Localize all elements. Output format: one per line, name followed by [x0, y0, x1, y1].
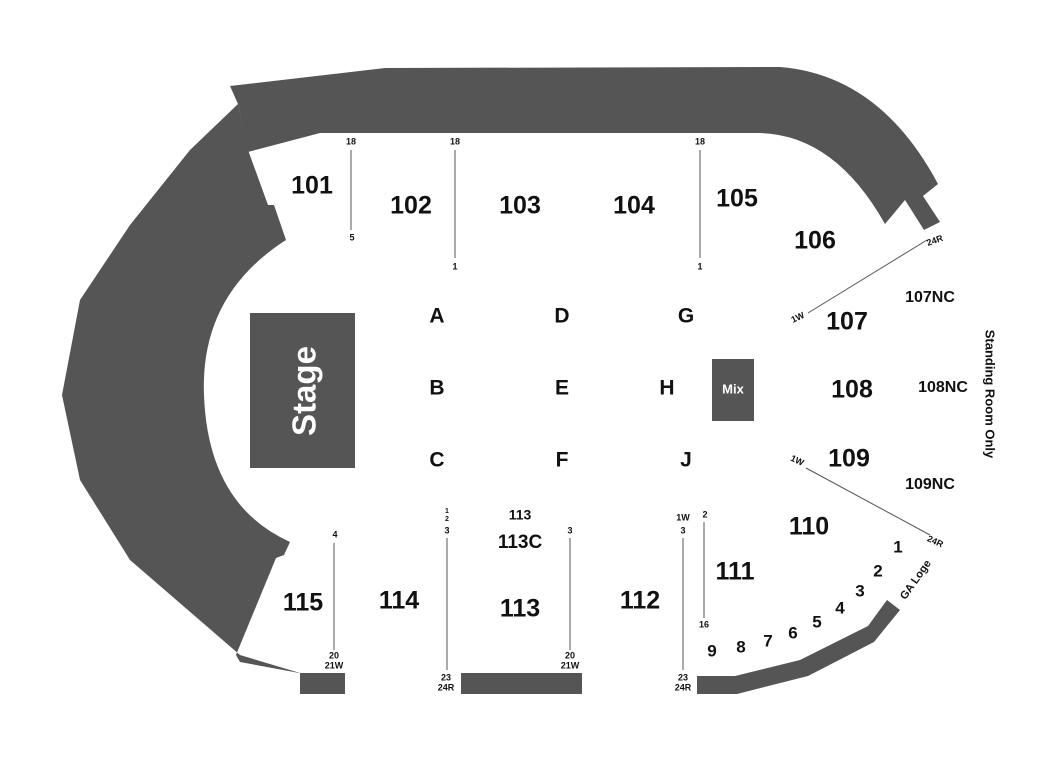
- section-112[interactable]: 112: [620, 587, 660, 615]
- row-label: 18: [450, 136, 460, 146]
- ga-loge-box-6[interactable]: 6: [788, 623, 797, 642]
- floor-section-e[interactable]: E: [555, 377, 569, 400]
- row-label: 1W: [676, 512, 690, 522]
- floor-section-b[interactable]: B: [429, 377, 444, 400]
- stage[interactable]: [250, 313, 355, 468]
- row-label: 20: [329, 650, 339, 660]
- mix-label: Mix: [722, 381, 744, 396]
- section-108[interactable]: 108: [831, 376, 873, 404]
- row-label: 1: [445, 508, 449, 515]
- row-label: 21W: [325, 660, 344, 670]
- floor-section-j[interactable]: J: [680, 449, 692, 472]
- section-102[interactable]: 102: [390, 192, 432, 220]
- standing-room-label: Standing Room Only: [983, 330, 998, 459]
- divider-109-110: [805, 467, 931, 536]
- row-label: 4: [332, 529, 337, 539]
- floor-section-f[interactable]: F: [556, 449, 569, 472]
- bottom-right-wall: [697, 600, 900, 694]
- row-label: 24R: [438, 682, 455, 692]
- row-label: 21W: [561, 660, 580, 670]
- row-label: 24R: [675, 682, 692, 692]
- divider-106-107: [807, 239, 928, 314]
- ga-loge-box-3[interactable]: 3: [855, 581, 864, 600]
- section-109nc[interactable]: 109NC: [905, 476, 955, 493]
- row-label: 23: [678, 672, 688, 682]
- ga-loge-box-4[interactable]: 4: [835, 598, 845, 617]
- row-label: 3: [680, 525, 685, 535]
- section-111[interactable]: 111: [716, 558, 755, 586]
- row-label: 2: [445, 516, 449, 523]
- row-label: 5: [349, 232, 354, 242]
- row-label: 1W: [789, 453, 806, 468]
- ga-loge-box-2[interactable]: 2: [873, 561, 882, 580]
- floor-section-c[interactable]: C: [429, 449, 444, 472]
- section-113[interactable]: 113: [500, 595, 540, 623]
- row-label: 2: [702, 509, 707, 519]
- section-106[interactable]: 106: [794, 227, 836, 255]
- ga-loge-box-5[interactable]: 5: [812, 612, 821, 631]
- upper-concourse-band: [230, 67, 940, 230]
- row-label: 24R: [925, 233, 944, 248]
- bottom-left-wall: [300, 673, 345, 694]
- row-label: 3: [444, 525, 449, 535]
- floor-section-a[interactable]: A: [429, 305, 444, 328]
- floor-section-d[interactable]: D: [554, 305, 569, 328]
- stage-label: Stage: [286, 346, 323, 436]
- ga-loge-box-8[interactable]: 8: [736, 637, 745, 656]
- ga-loge-label: GA Loge: [898, 558, 934, 602]
- section-103[interactable]: 103: [499, 192, 541, 220]
- section-101[interactable]: 101: [291, 172, 333, 200]
- row-label: 20: [565, 650, 575, 660]
- ga-loge-box-7[interactable]: 7: [763, 631, 772, 650]
- left-bowl-structure: [62, 104, 345, 694]
- row-label: 18: [346, 136, 356, 146]
- section-115[interactable]: 115: [283, 589, 323, 617]
- row-label: 3: [567, 525, 572, 535]
- section-108nc[interactable]: 108NC: [918, 379, 968, 396]
- row-label: 23: [441, 672, 451, 682]
- section-105[interactable]: 105: [716, 185, 758, 213]
- row-label: 1W: [790, 310, 807, 325]
- section-109[interactable]: 109: [828, 445, 870, 473]
- section-107nc[interactable]: 107NC: [905, 289, 955, 306]
- row-label: 18: [695, 136, 705, 146]
- floor-section-h[interactable]: H: [659, 377, 674, 400]
- section-104[interactable]: 104: [613, 192, 655, 220]
- row-label: 1: [452, 261, 457, 271]
- row-label: 16: [699, 619, 709, 629]
- section-110[interactable]: 110: [789, 513, 829, 541]
- section-113-upper[interactable]: 113: [509, 507, 532, 523]
- mix-position[interactable]: [712, 359, 754, 421]
- section-113c[interactable]: 113C: [498, 532, 543, 553]
- bottom-center-wall: [461, 673, 582, 694]
- ga-loge-box-9[interactable]: 9: [707, 641, 716, 660]
- ga-loge-box-1[interactable]: 1: [893, 537, 902, 556]
- row-label: 24R: [926, 533, 946, 549]
- floor-section-g[interactable]: G: [678, 305, 694, 328]
- row-label: 1: [697, 261, 702, 271]
- section-114[interactable]: 114: [379, 587, 419, 615]
- section-107[interactable]: 107: [826, 308, 868, 336]
